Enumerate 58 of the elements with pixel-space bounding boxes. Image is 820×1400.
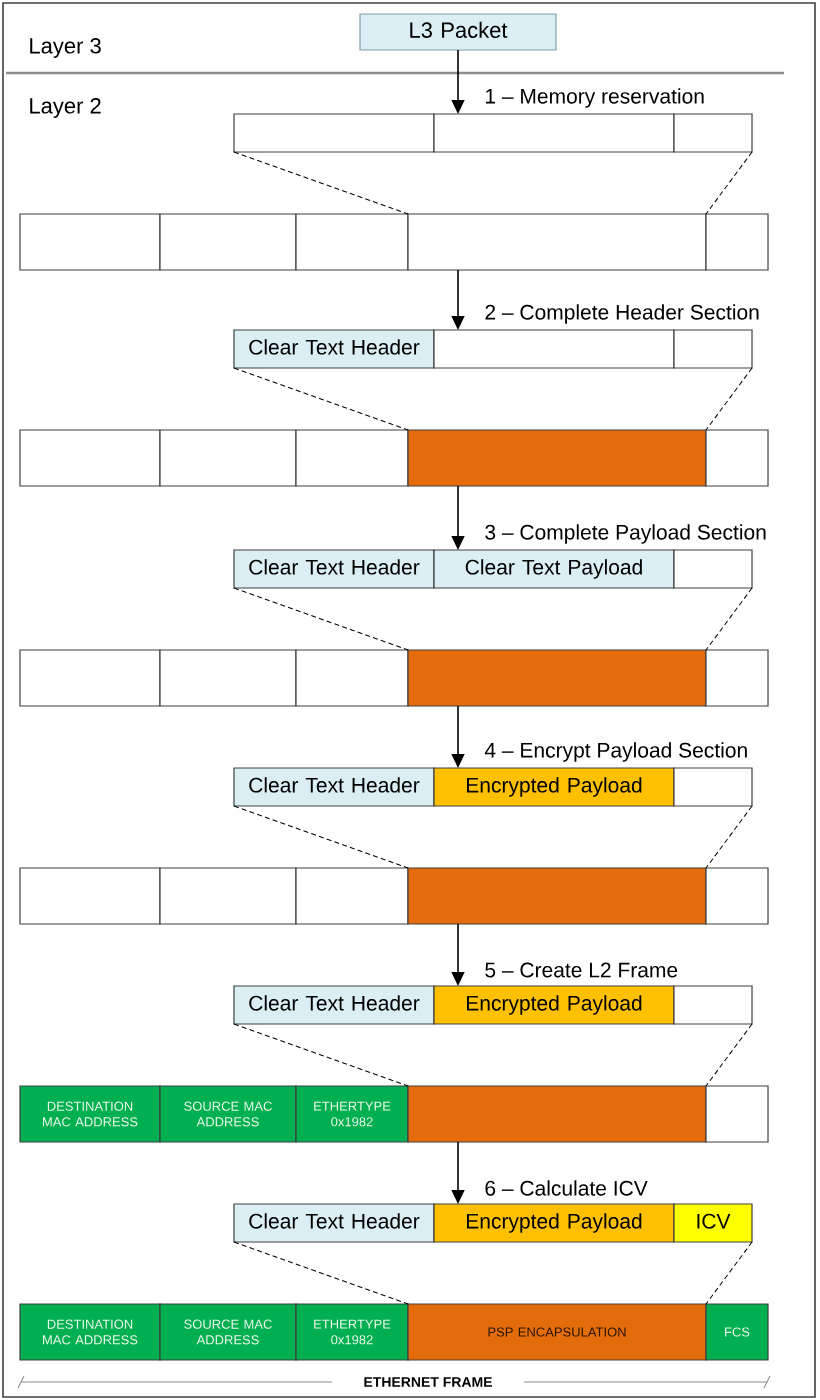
frame-field xyxy=(19,213,161,271)
dashed-line xyxy=(233,1241,409,1305)
packet-field: Clear Text Payload xyxy=(433,549,675,589)
dashed-line xyxy=(705,367,753,431)
dashed-line xyxy=(705,1023,753,1087)
frame-field xyxy=(705,213,769,271)
packet-field: Encrypted Payload xyxy=(433,1203,675,1243)
packet-box: L3 Packet xyxy=(359,13,557,51)
frame-field xyxy=(407,649,707,707)
dashed-line xyxy=(705,151,753,215)
frame-field xyxy=(19,429,161,487)
dashed-line xyxy=(233,1023,409,1087)
packet-field: Clear Text Header xyxy=(233,329,435,369)
packet-field xyxy=(233,113,435,153)
frame-field xyxy=(407,429,707,487)
edge-label: 4 – Encrypt Payload Section xyxy=(482,740,751,764)
frame-field xyxy=(705,429,769,487)
frame-field xyxy=(705,867,769,925)
dashed-line xyxy=(233,587,409,651)
frame-field xyxy=(19,867,161,925)
frame-field xyxy=(705,1085,769,1143)
frame-field xyxy=(295,429,409,487)
packet-field: Encrypted Payload xyxy=(433,985,675,1025)
dashed-line xyxy=(233,805,409,869)
frame-field xyxy=(705,649,769,707)
packet-field: Encrypted Payload xyxy=(433,767,675,807)
packet-field: ICV xyxy=(673,1203,753,1243)
dashed-line xyxy=(705,805,753,869)
packet-field: Clear Text Header xyxy=(233,1203,435,1243)
packet-field xyxy=(673,329,753,369)
layer-label: Layer 2 xyxy=(30,98,101,118)
packet-field: Clear Text Header xyxy=(233,767,435,807)
layer-label: Layer 3 xyxy=(30,38,101,58)
dashed-line xyxy=(233,151,409,215)
frame-field xyxy=(19,649,161,707)
frame-field xyxy=(159,213,297,271)
frame-field xyxy=(159,649,297,707)
packet-field xyxy=(673,549,753,589)
dashed-line xyxy=(705,1241,753,1305)
edge-label: 5 – Create L2 Frame xyxy=(482,960,681,980)
packet-field xyxy=(673,767,753,807)
frame-field xyxy=(159,429,297,487)
edge-label: 6 – Calculate ICV xyxy=(482,1178,650,1198)
packet-field: Clear Text Header xyxy=(233,985,435,1025)
edge-label: 3 – Complete Payload Section xyxy=(482,522,769,546)
frame-field xyxy=(159,867,297,925)
packet-field: Clear Text Header xyxy=(233,549,435,589)
packet-field xyxy=(673,985,753,1025)
frame-field xyxy=(407,1085,707,1143)
frame-field xyxy=(295,649,409,707)
dashed-line xyxy=(705,587,753,651)
dashed-line xyxy=(233,367,409,431)
frame-field xyxy=(295,867,409,925)
edge-label: 1 – Memory reservation xyxy=(482,86,707,110)
frame-field xyxy=(407,867,707,925)
edge-label: 2 – Complete Header Section xyxy=(482,302,762,326)
frame-field xyxy=(295,213,409,271)
packet-field xyxy=(673,113,753,153)
